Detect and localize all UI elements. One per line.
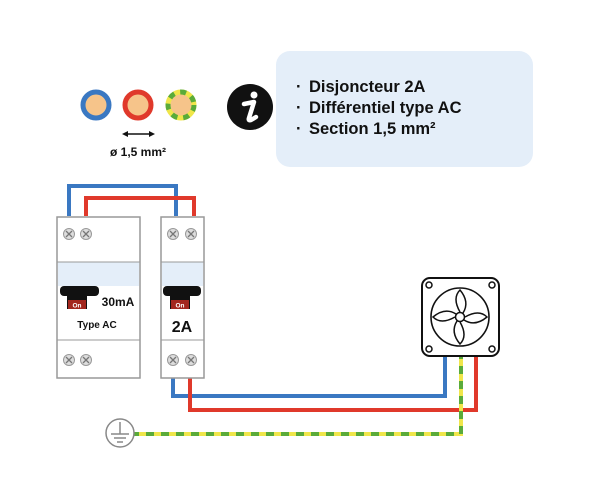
rcd-rating: 30mA (102, 295, 135, 309)
breaker-toggle-switch[interactable]: On (163, 286, 201, 310)
rcd-switch-label: On (72, 303, 81, 310)
rcd-module: On 30mA Type AC (56, 216, 141, 379)
terminal-screw-icon (185, 354, 197, 366)
neutral-cable-section (80, 89, 112, 121)
breaker-rating: 2A (172, 319, 193, 336)
fan-icon (421, 277, 500, 357)
diameter-label: ø 1,5 mm² (110, 145, 166, 159)
terminal-screw-icon (63, 354, 75, 366)
earth-cable-section (165, 89, 197, 121)
ground-icon (105, 418, 135, 448)
info-icon (227, 84, 273, 130)
rcd-type-label: Type AC (77, 320, 116, 331)
spec-item: ·Section 1,5 mm² (296, 120, 436, 138)
rcd-toggle-switch[interactable]: On (60, 286, 99, 310)
phase-wire-top (84, 196, 196, 216)
terminal-screw-icon (80, 228, 92, 240)
spec-item: ·Disjoncteur 2A (296, 78, 426, 96)
breaker-module: On 2A (160, 216, 205, 379)
earth-wire (131, 356, 463, 436)
specs-info-box: ·Disjoncteur 2A ·Différentiel type AC ·S… (276, 51, 533, 167)
spec-item: ·Différentiel type AC (296, 99, 462, 117)
cable-legend: ø 1,5 mm² (80, 89, 197, 159)
neutral-wire-top (67, 184, 178, 216)
breaker-switch-label: On (175, 303, 184, 310)
terminal-screw-icon (63, 228, 75, 240)
neutral-wire-bottom (171, 356, 447, 398)
phase-cable-section (122, 89, 154, 121)
terminal-screw-icon (185, 228, 197, 240)
specs-list: ·Disjoncteur 2A ·Différentiel type AC ·S… (296, 77, 533, 140)
diameter-arrow-icon (122, 131, 155, 137)
terminal-screw-icon (167, 354, 179, 366)
phase-wire-bottom (188, 356, 478, 412)
terminal-screw-icon (80, 354, 92, 366)
terminal-screw-icon (167, 228, 179, 240)
